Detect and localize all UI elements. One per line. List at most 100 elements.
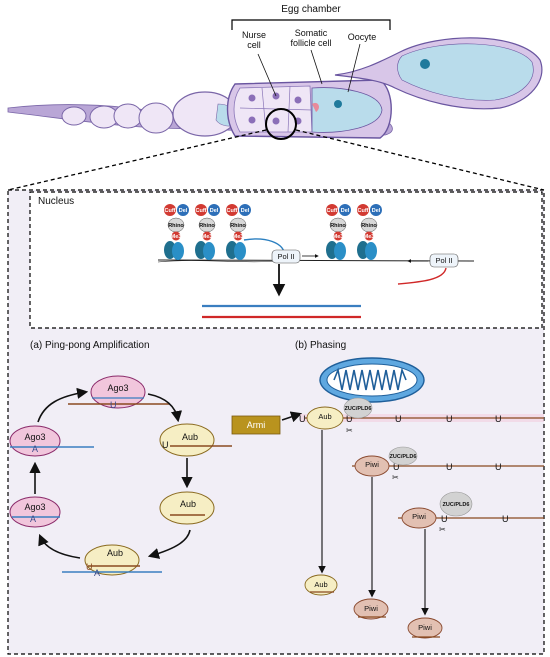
svg-text:A: A [94, 568, 100, 578]
svg-text:U: U [495, 414, 502, 424]
pingpong-panel: (a) Ping-pong Amplification Ago3 U Aub U… [9, 340, 232, 578]
egg-chamber-bracket: Egg chamber [231, 4, 391, 30]
pingpong-title: (a) Ping-pong Amplification [30, 340, 150, 351]
svg-text:Aub: Aub [318, 412, 331, 421]
svg-text:Pol II: Pol II [277, 252, 294, 261]
svg-text:Aub: Aub [180, 499, 196, 509]
svg-text:✂: ✂ [439, 525, 446, 534]
stage-egg-chamber-1 [113, 103, 143, 129]
svg-text:Piwi: Piwi [364, 604, 378, 613]
zoom-circle [265, 108, 297, 140]
svg-text:U: U [441, 514, 448, 524]
svg-text:Me3: Me3 [202, 234, 213, 240]
armi-box: Armi [231, 415, 281, 435]
cycle-arrow-top-right [147, 393, 183, 423]
svg-text:Oocyte: Oocyte [348, 32, 377, 42]
svg-text:Pol II: Pol II [435, 256, 452, 265]
egg-chamber-label: Egg chamber [281, 4, 341, 15]
svg-text:Me3: Me3 [364, 234, 375, 240]
svg-text:Cuff: Cuff [327, 208, 338, 214]
svg-text:A: A [30, 514, 36, 524]
germarium-1 [61, 106, 87, 126]
ago3-left-bottom: Ago3 A [9, 496, 61, 528]
phasing-lane-3: Piwi U ZUC/PLD6 U ✂ [398, 491, 544, 534]
svg-text:Del: Del [341, 208, 350, 214]
svg-text:Del: Del [241, 208, 250, 214]
svg-text:Ago3: Ago3 [107, 383, 128, 393]
somatic-follicle-cell-label: Somatic follicle cell [290, 28, 332, 85]
svg-text:Rhino: Rhino [199, 223, 215, 229]
svg-text:Me3: Me3 [333, 234, 344, 240]
svg-text:Rhino: Rhino [361, 223, 377, 229]
cycle-arrow-top-left [37, 387, 89, 423]
ago3-left-top: Ago3 A [9, 425, 94, 457]
oocyte-label: Oocyte [347, 32, 377, 93]
mitochondrion-icon [319, 357, 425, 403]
cycle-arrow-bottom-left [38, 533, 81, 559]
cycle-arrow-bottom-right [147, 529, 191, 559]
svg-text:Somatic: Somatic [295, 28, 328, 38]
phasing-lane-2: Piwi U ZUC/PLD6 U U ✂ [352, 446, 544, 482]
svg-text:Armi: Armi [247, 420, 266, 430]
svg-text:Me3: Me3 [171, 234, 182, 240]
zoom-line-left [7, 129, 267, 191]
nurse-cell-label: Nurse cell [242, 30, 277, 97]
svg-text:Nurse: Nurse [242, 30, 266, 40]
svg-text:U: U [162, 440, 169, 450]
nucleus-panel: Nucleus Cuff Del Rhino Me3 Cuff [29, 191, 543, 329]
phasing-lane-1: U Aub U ZUC/PLD6 U U U ✂ [299, 397, 544, 435]
svg-text:Ago3: Ago3 [24, 502, 45, 512]
svg-text:Del: Del [372, 208, 381, 214]
armi-to-aub-arrow [281, 411, 303, 423]
svg-text:Aub: Aub [314, 580, 327, 589]
svg-text:Rhino: Rhino [330, 223, 346, 229]
pol2-complex-left: Pol II [243, 238, 319, 264]
svg-text:Me3: Me3 [233, 234, 244, 240]
ovariole [7, 37, 543, 140]
svg-text:Cuff: Cuff [358, 208, 369, 214]
svg-text:U: U [446, 462, 453, 472]
svg-text:Piwi: Piwi [418, 623, 432, 632]
svg-text:U: U [346, 414, 353, 424]
product-piwi-1: Piwi [353, 598, 389, 620]
svg-text:Del: Del [179, 208, 188, 214]
product-aub: Aub [304, 574, 338, 596]
pol2-complex-right: Pol II [397, 253, 459, 285]
svg-text:U: U [86, 562, 93, 572]
phasing-title: (b) Phasing [295, 340, 346, 351]
svg-text:ZUC/PLD6: ZUC/PLD6 [345, 406, 372, 412]
svg-text:ZUC/PLD6: ZUC/PLD6 [390, 454, 417, 460]
svg-text:Ago3: Ago3 [24, 432, 45, 442]
phasing-panel: (b) Phasing Armi U Aub U ZUC/PLD6 U U U … [231, 340, 544, 639]
svg-text:U: U [495, 462, 502, 472]
svg-text:U: U [110, 400, 117, 410]
ago3-top: Ago3 U [68, 375, 170, 410]
svg-text:Cuff: Cuff [165, 208, 176, 214]
svg-text:Piwi: Piwi [412, 512, 426, 521]
svg-text:Aub: Aub [182, 432, 198, 442]
svg-text:Rhino: Rhino [230, 223, 246, 229]
svg-text:ZUC/PLD6: ZUC/PLD6 [443, 502, 470, 508]
svg-text:Cuff: Cuff [196, 208, 207, 214]
svg-text:U: U [446, 414, 453, 424]
svg-text:Piwi: Piwi [365, 460, 379, 469]
svg-text:Rhino: Rhino [168, 223, 184, 229]
svg-text:U: U [299, 414, 306, 424]
product-piwi-2: Piwi [407, 617, 443, 639]
chromatin-cluster-left: Cuff Del Rhino Me3 Cuff Del Rhino Me3 [164, 204, 251, 260]
svg-text:U: U [395, 414, 402, 424]
svg-text:U: U [393, 462, 400, 472]
svg-text:cell: cell [247, 40, 261, 50]
aub-bottom: Aub U A [62, 544, 162, 578]
stage-egg-chamber-2 [138, 102, 174, 134]
svg-text:✂: ✂ [346, 426, 353, 435]
chromatin-cluster-right: Cuff Del Rhino Me3 Cuff Del Rhino Me3 [326, 204, 382, 260]
zoom-line-right [295, 129, 545, 191]
svg-text:U: U [502, 514, 509, 524]
nucleus-title: Nucleus [38, 196, 74, 207]
svg-text:A: A [32, 444, 38, 454]
svg-text:Cuff: Cuff [227, 208, 238, 214]
aub-right-middle: Aub [159, 491, 215, 525]
svg-text:✂: ✂ [392, 473, 399, 482]
